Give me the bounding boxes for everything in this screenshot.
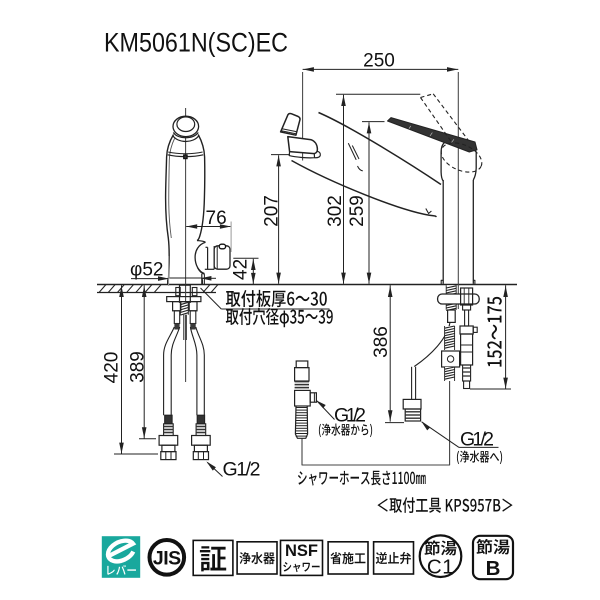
svg-text:G1/2: G1/2 xyxy=(460,429,494,451)
svg-text:76: 76 xyxy=(206,208,227,229)
svg-text:302: 302 xyxy=(325,195,346,227)
svg-text:G1/2: G1/2 xyxy=(223,459,261,481)
svg-text:C1: C1 xyxy=(427,556,454,579)
svg-text:KM5061N(SC)EC: KM5061N(SC)EC xyxy=(104,28,288,58)
svg-text:250: 250 xyxy=(363,51,395,72)
svg-text:42: 42 xyxy=(231,259,252,280)
svg-text:386: 386 xyxy=(371,326,392,358)
svg-text:φ52: φ52 xyxy=(130,260,163,281)
svg-text:259: 259 xyxy=(347,195,368,227)
svg-text:420: 420 xyxy=(101,352,122,384)
svg-text:JIS: JIS xyxy=(153,548,181,570)
svg-text:207: 207 xyxy=(262,195,283,227)
svg-text:G1/2: G1/2 xyxy=(334,405,366,427)
svg-text:NSF: NSF xyxy=(285,542,318,560)
svg-text:389: 389 xyxy=(128,351,149,383)
svg-text:B: B xyxy=(486,557,501,580)
